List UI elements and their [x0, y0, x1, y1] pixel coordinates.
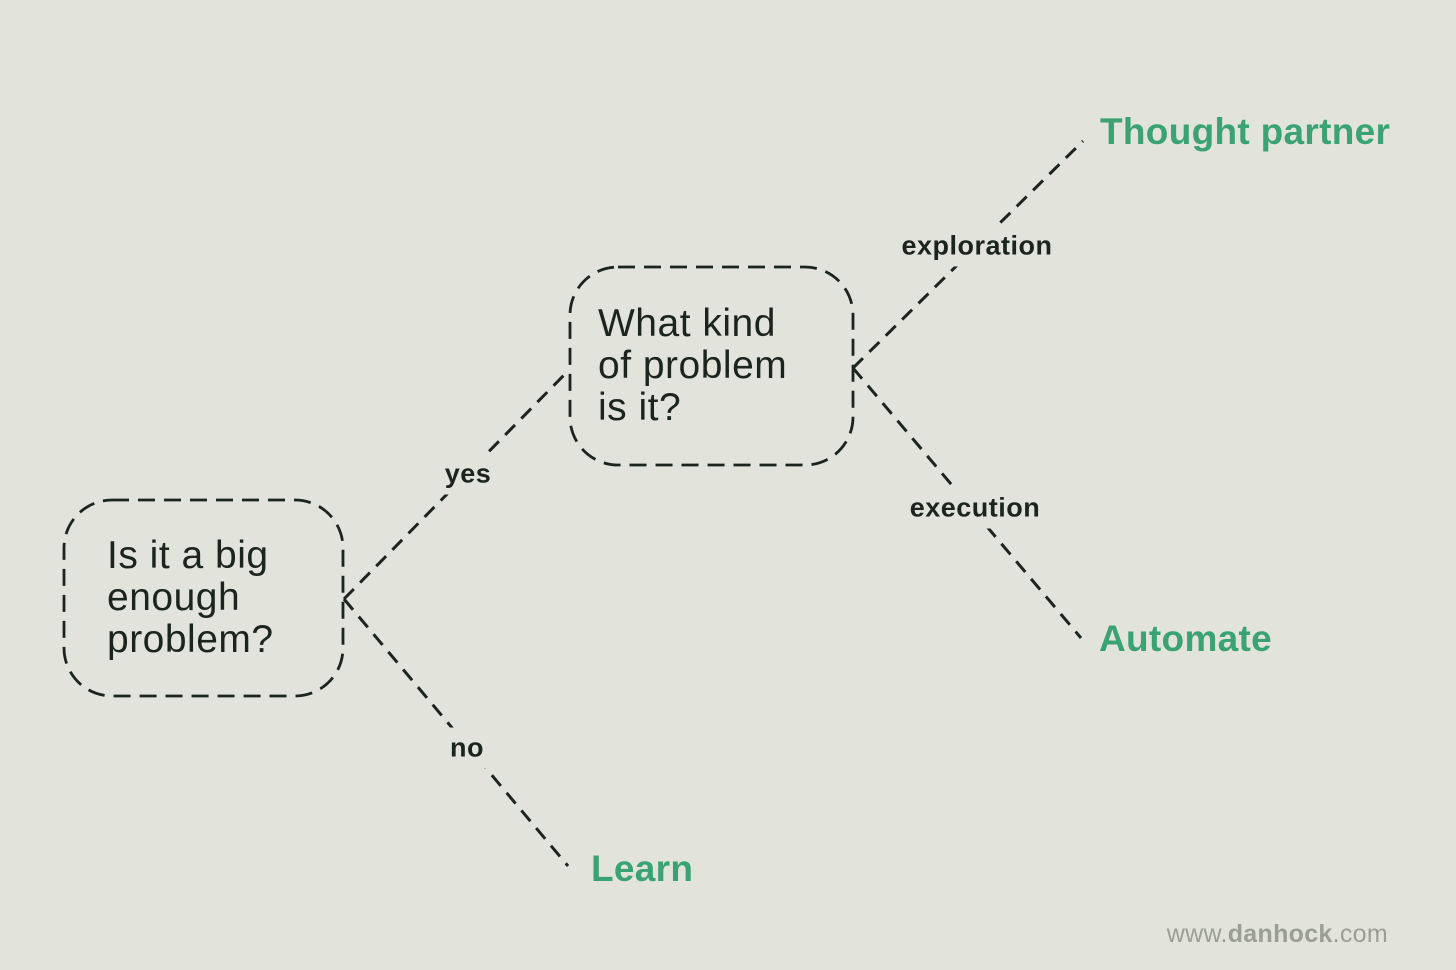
edge-execution-line [851, 367, 1083, 639]
outcome-thought-partner: Thought partner [1100, 111, 1391, 152]
question-node-q1-text: Is it a big enough problem? [107, 533, 274, 662]
question-node-q1-box [62, 498, 345, 698]
watermark-name: danhock [1227, 920, 1333, 948]
edge-label-exploration: exploration [889, 225, 1065, 267]
watermark-suffix: .com [1332, 920, 1388, 948]
edge-label-no: no [438, 727, 496, 769]
edge-label-yes: yes [432, 453, 504, 495]
edge-yes-line [342, 370, 569, 601]
outcome-automate: Automate [1099, 618, 1273, 659]
outcome-learn: Learn [591, 848, 694, 889]
watermark: www.danhock.com [1167, 920, 1388, 949]
edge-label-execution: execution [897, 487, 1053, 529]
question-node-q2-box [568, 265, 855, 467]
question-node-q2-text: What kind of problem is it? [598, 301, 788, 430]
watermark-prefix: www. [1166, 920, 1228, 948]
